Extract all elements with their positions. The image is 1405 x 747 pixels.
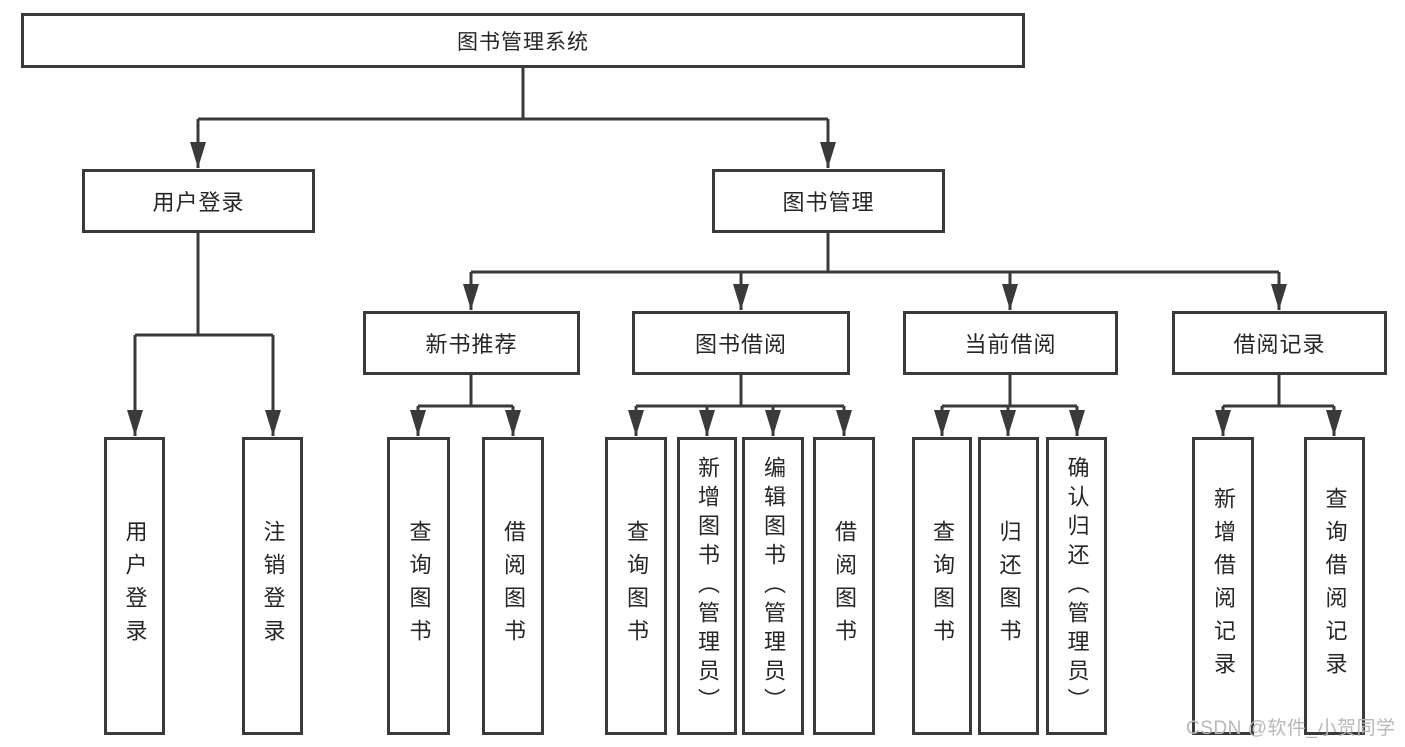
leaf-newbook-borrow: 借阅图书 xyxy=(482,437,544,735)
node-borrow-records: 借阅记录 xyxy=(1172,311,1387,375)
leaf-newbook-query: 查询图书 xyxy=(387,437,450,735)
node-current-borrow: 当前借阅 xyxy=(903,311,1118,375)
leaf-current-return: 归还图书 xyxy=(978,437,1039,735)
node-book-borrow: 图书借阅 xyxy=(632,311,850,375)
edge-bookmgmt-to-level3 xyxy=(471,233,1279,274)
leaf-borrow-add-admin: 新增图书（管理员） xyxy=(677,437,737,735)
node-new-book-recommend: 新书推荐 xyxy=(363,311,580,375)
leaf-logout: 注销登录 xyxy=(242,437,303,735)
edge-currentborrow-to-children xyxy=(942,375,1077,408)
edge-login-to-children xyxy=(135,233,273,337)
leaf-user-login: 用户登录 xyxy=(104,437,165,735)
edge-newbook-to-children xyxy=(418,375,513,408)
node-book-management: 图书管理 xyxy=(712,169,945,233)
node-user-login: 用户登录 xyxy=(82,169,315,233)
leaf-records-query: 查询借阅记录 xyxy=(1304,437,1365,735)
leaf-records-add: 新增借阅记录 xyxy=(1192,437,1254,735)
edge-bookborrow-to-children xyxy=(636,375,844,408)
leaf-borrow-edit-admin: 编辑图书（管理员） xyxy=(742,437,804,735)
leaf-current-query: 查询图书 xyxy=(912,437,972,735)
leaf-borrow-borrow: 借阅图书 xyxy=(813,437,875,735)
leaf-borrow-query: 查询图书 xyxy=(605,437,667,735)
csdn-watermark: CSDN @软件_小贺同学 xyxy=(1186,718,1396,739)
edge-root-to-level2 xyxy=(198,68,828,121)
leaf-current-confirm-admin: 确认归还（管理员） xyxy=(1046,437,1107,735)
node-root-library-system: 图书管理系统 xyxy=(21,13,1025,68)
edge-records-to-children xyxy=(1223,375,1334,408)
